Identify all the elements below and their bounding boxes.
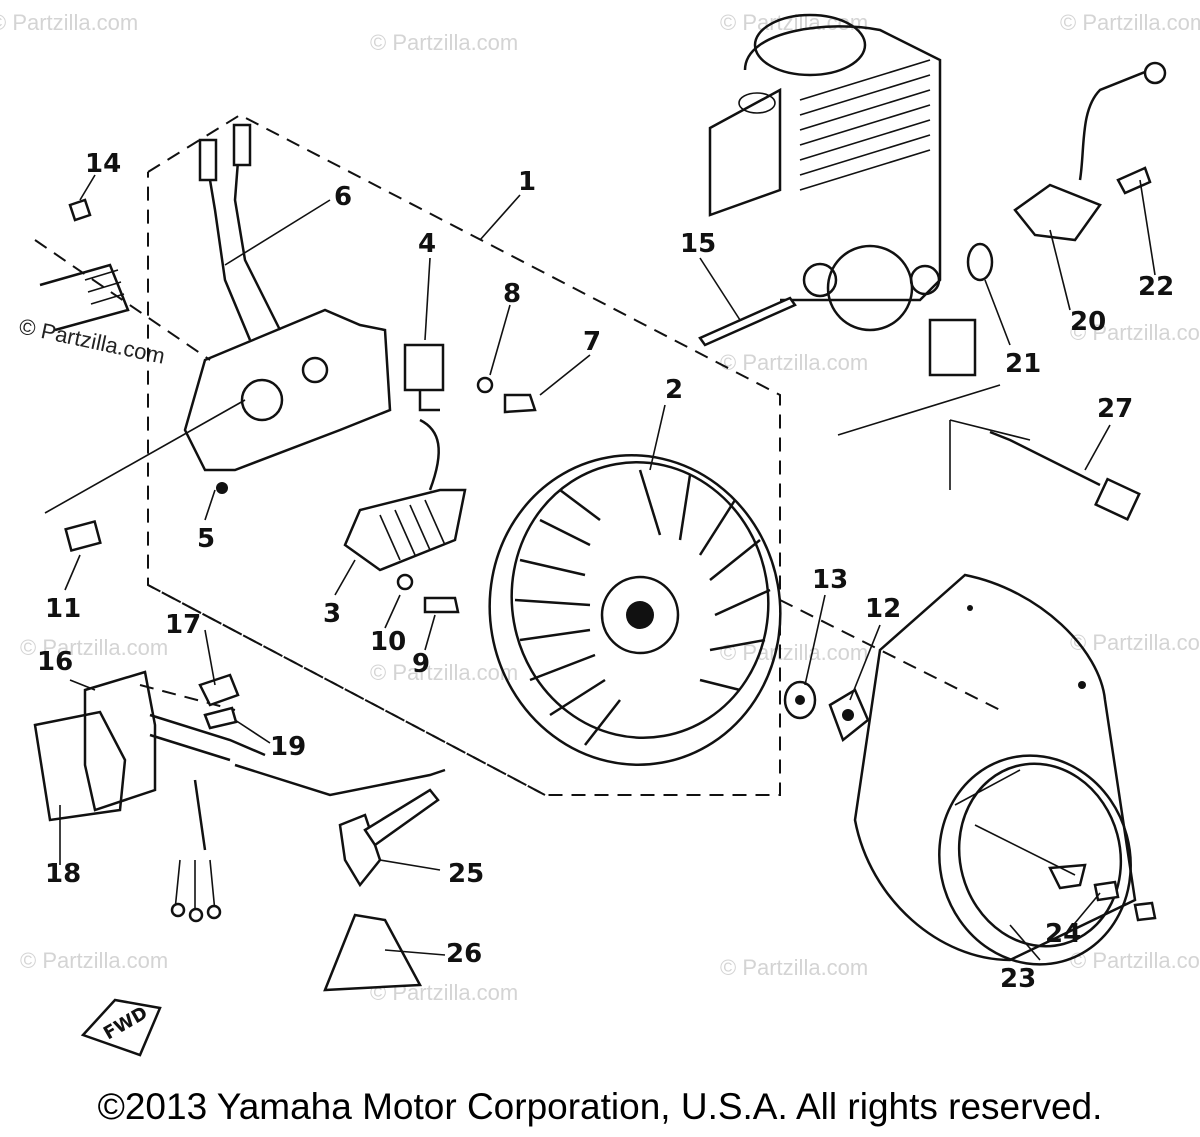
callout-26: 26	[446, 939, 482, 969]
callout-15: 15	[680, 229, 716, 259]
callout-6: 6	[334, 182, 352, 212]
ignition-coil	[33, 670, 266, 923]
callout-17: 17	[165, 610, 201, 640]
crankshaft-stub	[39, 263, 130, 332]
oil-sensor-assembly	[966, 61, 1167, 282]
engine-block	[708, 13, 1001, 436]
leader-lines	[59, 174, 1156, 961]
pulser-coil	[403, 343, 445, 412]
nut-and-washer	[783, 680, 870, 743]
callout-9: 9	[412, 649, 430, 679]
watermark: © Partzilla.com	[720, 955, 868, 980]
callout-24: 24	[1045, 919, 1081, 949]
callout-1: 1	[518, 167, 536, 197]
callout-10: 10	[370, 627, 406, 657]
callout-20: 20	[1070, 307, 1106, 337]
watermark: © Partzilla.com	[720, 350, 868, 375]
callout-11: 11	[45, 594, 81, 624]
watermark: © Partzilla.com	[1060, 10, 1200, 35]
woodruff-key	[698, 296, 797, 347]
watermark: © Partzilla.com	[20, 635, 168, 660]
callout-4: 4	[418, 229, 436, 259]
flywheel	[488, 454, 782, 766]
wire-harness	[949, 419, 1141, 521]
callout-13: 13	[812, 565, 848, 595]
stator-base-plate	[183, 123, 392, 494]
callout-16: 16	[37, 647, 73, 677]
callout-5: 5	[197, 524, 215, 554]
callout-19: 19	[270, 732, 306, 762]
watermark: © Partzilla.com	[0, 10, 138, 35]
callout-27: 27	[1097, 394, 1133, 424]
callout-25: 25	[448, 859, 484, 889]
watermark: © Partzilla.com	[1070, 320, 1200, 345]
callout-8: 8	[503, 279, 521, 309]
watermark: © Partzilla.com	[370, 660, 518, 685]
watermark-layer: © Partzilla.com © Partzilla.com © Partzi…	[0, 10, 1200, 1005]
watermark: © Partzilla.com	[1070, 948, 1200, 973]
watermark: © Partzilla.com	[20, 948, 168, 973]
callout-22: 22	[1138, 272, 1174, 302]
callout-23: 23	[1000, 964, 1036, 994]
callout-3: 3	[323, 599, 341, 629]
watermark: © Partzilla.com	[370, 30, 518, 55]
watermark: © Partzilla.com	[1070, 630, 1200, 655]
callout-21: 21	[1005, 349, 1041, 379]
callout-14: 14	[85, 149, 121, 179]
callout-2: 2	[665, 375, 683, 405]
callout-layer: 1 2 3 4 5 6 7 8 9 10 11 12 13 14 15 16 1…	[37, 149, 1174, 994]
fasteners	[64, 198, 537, 614]
callout-7: 7	[583, 327, 601, 357]
fwd-direction-badge: FWD	[80, 998, 162, 1057]
fan-housing	[853, 573, 1157, 966]
copyright-notice: ©2013 Yamaha Motor Corporation, U.S.A. A…	[97, 1086, 1103, 1127]
callout-18: 18	[45, 859, 81, 889]
spark-plug-cap	[234, 763, 446, 992]
callout-12: 12	[865, 594, 901, 624]
charge-coil	[343, 418, 467, 572]
assembly-outline	[34, 113, 1001, 796]
watermark-primary: © Partzilla.com	[17, 313, 167, 368]
